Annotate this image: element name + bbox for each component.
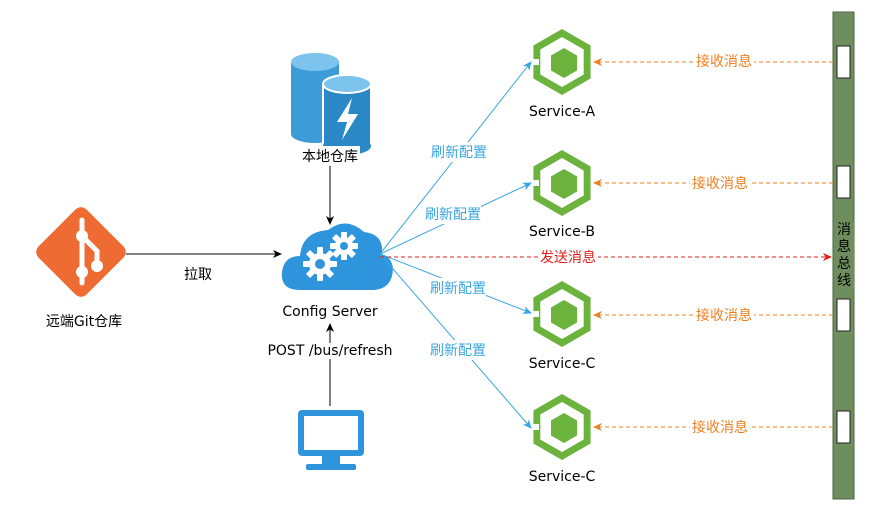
post-refresh-label: POST /bus/refresh — [265, 343, 395, 359]
hexagon-node-icon — [529, 281, 591, 347]
receive-message-label: 接收消息 — [694, 305, 754, 325]
git-icon — [36, 207, 126, 297]
hexagon-node-icon — [529, 394, 591, 460]
refresh-config-label: 刷新配置 — [425, 204, 481, 224]
service-label: Service-B — [529, 224, 595, 240]
bus-port-a — [836, 45, 851, 79]
bus-port-c1 — [836, 298, 851, 332]
receive-message-label: 接收消息 — [694, 51, 754, 71]
database-icon — [291, 53, 372, 155]
pull-label: 拉取 — [184, 267, 212, 283]
send-message-label: 发送消息 — [538, 247, 598, 267]
config-server-label: Config Server — [280, 304, 380, 320]
monitor-icon — [298, 410, 364, 470]
hexagon-node-icon — [529, 29, 591, 95]
message-bus-label: 消息总线 — [834, 222, 854, 290]
refresh-config-label: 刷新配置 — [430, 340, 486, 360]
git-label: 远端Git仓库 — [45, 314, 123, 330]
edge-receive-lines — [593, 58, 833, 431]
service-label: Service-C — [528, 356, 596, 372]
local-repo-label: 本地仓库 — [300, 146, 360, 166]
service-label: Service-A — [528, 104, 596, 120]
refresh-config-label: 刷新配置 — [431, 142, 487, 162]
cloud-gears-icon — [281, 223, 393, 290]
edge-refresh-lines — [379, 61, 532, 429]
receive-message-label: 接收消息 — [690, 417, 750, 437]
bus-port-b — [836, 165, 851, 199]
service-icons — [529, 29, 591, 460]
refresh-config-label: 刷新配置 — [430, 278, 486, 298]
receive-message-label: 接收消息 — [690, 173, 750, 193]
service-label: Service-C — [528, 469, 596, 485]
hexagon-node-icon — [529, 150, 591, 216]
bus-port-c2 — [836, 410, 851, 444]
